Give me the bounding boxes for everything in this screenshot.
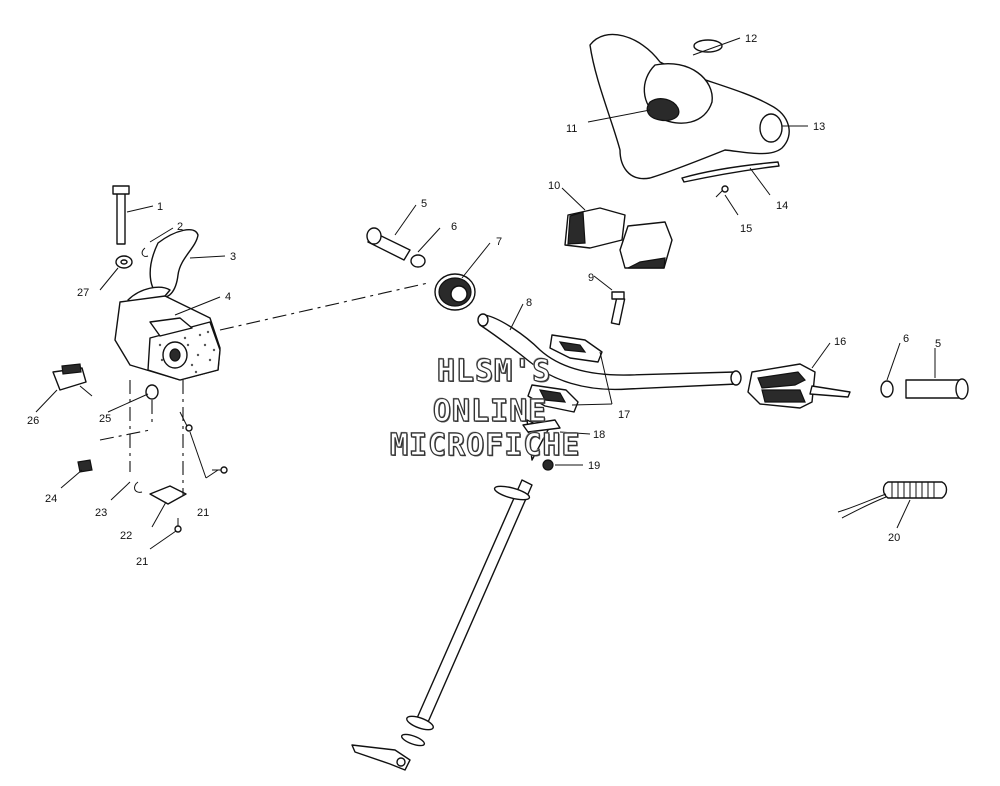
- callout-8: 8: [526, 297, 532, 309]
- end-cap-right: [880, 380, 894, 398]
- callout-9: 9: [588, 272, 594, 284]
- assembly-lines: [99, 282, 429, 495]
- washer-25: [145, 384, 159, 400]
- callout-21-lower: 21: [136, 556, 148, 568]
- cover-screw: [715, 185, 729, 198]
- callout-23: 23: [95, 507, 107, 519]
- nut-24: [77, 459, 93, 473]
- bolt-1: [112, 185, 130, 245]
- callout-20: 20: [888, 532, 900, 544]
- callout-19: 19: [588, 460, 600, 472]
- steering-post: [351, 419, 561, 771]
- end-cap-left: [410, 254, 426, 268]
- callout-1: 1: [157, 201, 163, 213]
- callout-12: 12: [745, 33, 757, 45]
- callout-22: 22: [120, 530, 132, 542]
- callout-5-right: 5: [935, 338, 941, 350]
- lever-3: [127, 229, 199, 306]
- callout-2: 2: [177, 221, 183, 233]
- control-housing: [747, 363, 851, 409]
- callout-5-left: 5: [421, 198, 427, 210]
- bushing-7: [434, 273, 476, 311]
- throttle-housing: [114, 295, 221, 381]
- watermark-line-2: ONLINE: [432, 393, 548, 429]
- callout-4: 4: [225, 291, 231, 303]
- callout-labels: 1 2 3 4 27 5 6 7 8 9 10 11 12 13 14 15 1…: [27, 33, 941, 568]
- callout-7: 7: [496, 236, 502, 248]
- callout-24: 24: [45, 493, 57, 505]
- ground-spring-26: [52, 363, 93, 397]
- grip-right: [905, 378, 969, 400]
- handlebar-cover: [589, 33, 790, 180]
- callout-25: 25: [99, 413, 111, 425]
- clip-2: [141, 247, 149, 257]
- handlebar: [477, 313, 742, 391]
- bolt-9: [610, 291, 626, 326]
- callout-14: 14: [776, 200, 788, 212]
- callout-6-left: 6: [451, 221, 457, 233]
- callout-13: 13: [813, 121, 825, 133]
- callout-16: 16: [834, 336, 846, 348]
- cover-trim-strip: [681, 161, 780, 183]
- grip-heater: [837, 481, 948, 519]
- callout-27: 27: [77, 287, 89, 299]
- plate-22: [149, 485, 187, 505]
- callout-15: 15: [740, 223, 752, 235]
- callout-6-right: 6: [903, 333, 909, 345]
- switch-housing: [564, 207, 673, 269]
- callout-18: 18: [593, 429, 605, 441]
- callout-17: 17: [618, 409, 630, 421]
- screws-21: [174, 411, 228, 533]
- watermark-line-1: HLSM'S: [436, 353, 552, 389]
- callout-3: 3: [230, 251, 236, 263]
- callout-21-upper: 21: [197, 507, 209, 519]
- watermark-line-3: MICROFICHE: [389, 427, 581, 463]
- handlebar-clamps: [527, 334, 603, 413]
- clip-23: [134, 481, 143, 493]
- leader-lines: [35, 37, 936, 550]
- callout-11: 11: [566, 123, 577, 135]
- callout-10: 10: [548, 180, 560, 192]
- grip-left: [366, 227, 411, 261]
- nut-19: [542, 459, 554, 471]
- washer-27: [115, 255, 133, 269]
- callout-26: 26: [27, 415, 39, 427]
